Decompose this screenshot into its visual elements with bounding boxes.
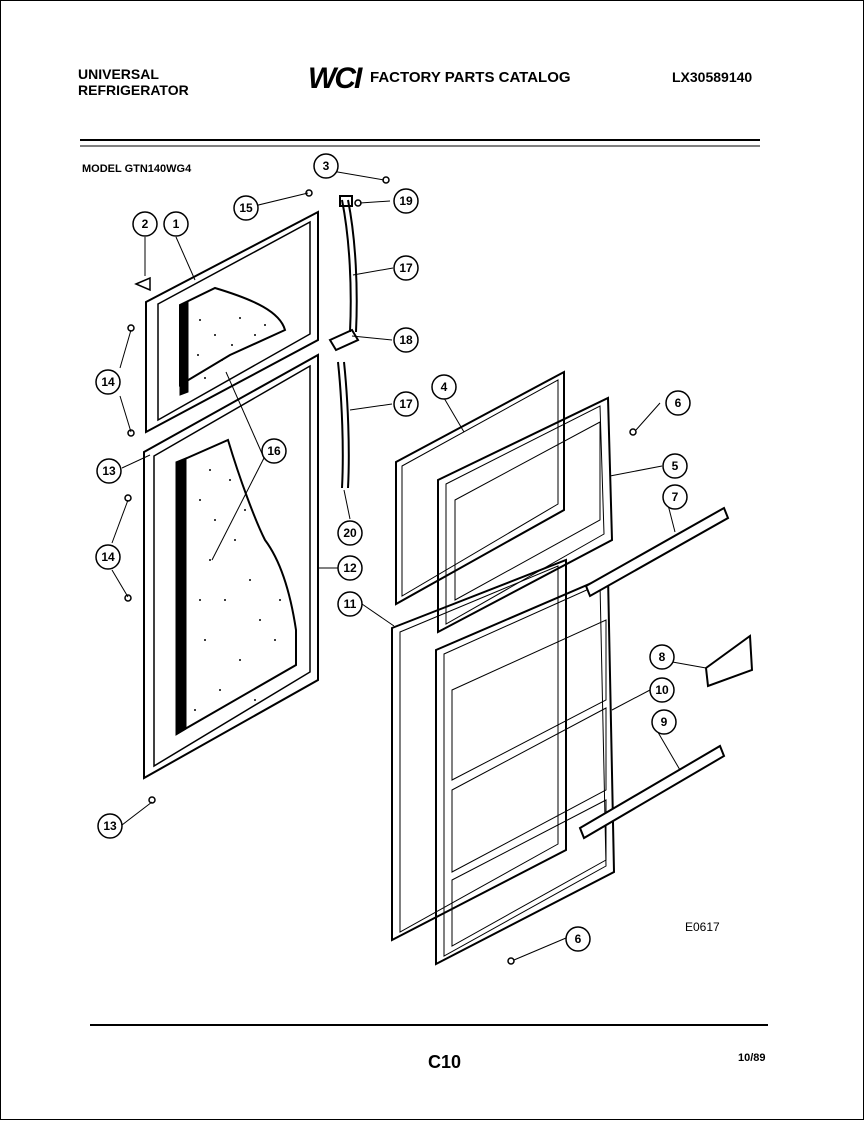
callout-8 <box>649 644 675 670</box>
callout-label: 19 <box>399 194 413 208</box>
callout-13a <box>96 458 122 484</box>
callout-label: 16 <box>267 444 281 458</box>
callout-15 <box>233 195 259 221</box>
diagram-code: E0617 <box>685 920 720 934</box>
callout-1 <box>163 211 189 237</box>
callout-label: 9 <box>661 715 668 729</box>
page-date: 10/89 <box>738 1052 766 1064</box>
callout-label: 14 <box>101 550 115 564</box>
insulation-speckle <box>194 317 281 711</box>
callout-label: 15 <box>239 201 253 215</box>
callout-label: 12 <box>343 561 357 575</box>
callout-label: 10 <box>655 683 669 697</box>
callout-17a <box>393 255 419 281</box>
catalog-number: LX30589140 <box>672 69 753 85</box>
callout-11 <box>337 591 363 617</box>
callout-label: 5 <box>672 459 679 473</box>
callout-label: 4 <box>441 380 448 394</box>
fresh-food-gasket <box>391 558 567 942</box>
callout-14a <box>95 369 121 395</box>
callout-18 <box>393 327 419 353</box>
callout-20 <box>337 520 363 546</box>
callout-13b <box>97 813 123 839</box>
callouts <box>95 153 691 952</box>
wci-logo: WCI <box>308 62 365 95</box>
fresh-food-door-liner <box>143 353 319 780</box>
hinge-bars <box>328 195 360 489</box>
callout-label: 13 <box>103 819 117 833</box>
callout-16 <box>261 438 287 464</box>
brand-line-2: REFRIGERATOR <box>78 82 189 98</box>
callout-label: 18 <box>399 333 413 347</box>
catalog-title: FACTORY PARTS CATALOG <box>370 69 571 86</box>
callout-4 <box>431 374 457 400</box>
model-label: MODEL GTN140WG4 <box>82 163 192 175</box>
fresh-food-inner-panel <box>435 574 616 966</box>
callout-label: 11 <box>344 597 357 611</box>
callout-10 <box>649 677 675 703</box>
shelf-rails <box>578 506 754 840</box>
callout-label: 1 <box>173 217 180 231</box>
callout-label: 6 <box>675 396 682 410</box>
callout-label: 6 <box>575 932 582 946</box>
callout-17b <box>393 391 419 417</box>
callout-label: 20 <box>343 526 357 540</box>
callout-label: 2 <box>142 217 149 231</box>
callout-6a <box>665 390 691 416</box>
callout-6b <box>565 926 591 952</box>
callout-7 <box>662 484 688 510</box>
callout-12 <box>337 555 363 581</box>
freezer-inner-panel <box>437 396 614 634</box>
callout-5 <box>662 453 688 479</box>
brand-name: UNIVERSAL REFRIGERATOR <box>78 66 189 98</box>
callout-label: 8 <box>659 650 666 664</box>
svg-text:WCI: WCI <box>308 62 363 95</box>
brand-line-1: UNIVERSAL <box>78 66 159 82</box>
callout-label: 17 <box>399 397 413 411</box>
callout-label: 7 <box>672 490 679 504</box>
callout-label: 14 <box>101 375 115 389</box>
callout-9 <box>651 709 677 735</box>
callout-2 <box>132 211 158 237</box>
callout-3 <box>313 153 339 179</box>
callout-label: 3 <box>323 159 330 173</box>
callout-label: 13 <box>102 464 116 478</box>
callout-19 <box>393 188 419 214</box>
page-code: C10 <box>428 1052 462 1072</box>
callout-numbers: 1 2 3 4 5 6 6 7 8 9 10 11 12 13 13 14 14… <box>101 159 681 946</box>
freezer-door-liner <box>145 210 319 434</box>
callout-label: 17 <box>399 261 413 275</box>
callout-14b <box>95 544 121 570</box>
freezer-gasket <box>395 370 565 606</box>
